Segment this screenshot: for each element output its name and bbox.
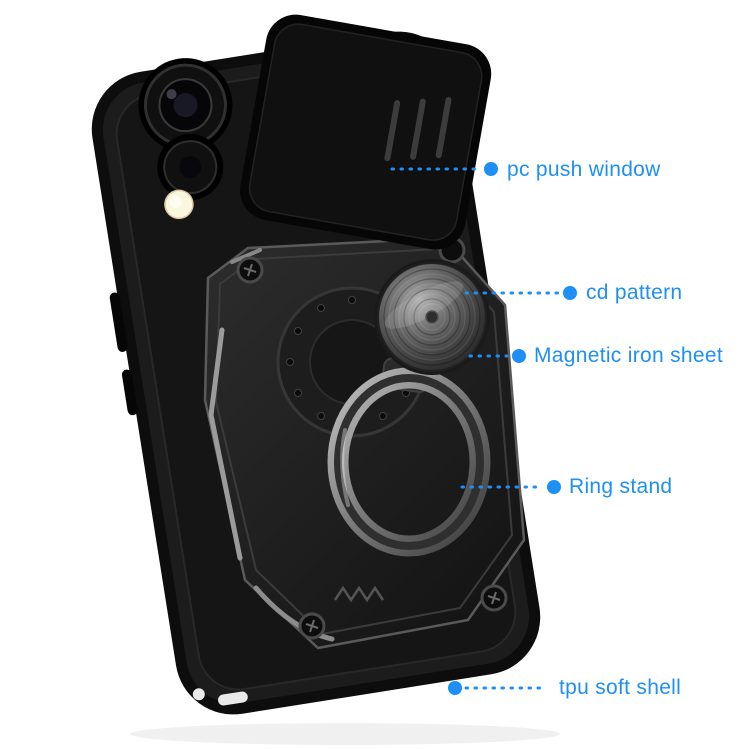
silver-trim-bottom [253,585,335,642]
power-button [121,369,138,416]
cd-sheen [384,281,464,329]
leader-lines [390,167,560,690]
annotation-label-cd-pattern: cd pattern [586,281,683,304]
dot-ring-stand [547,480,561,494]
volume-button [109,292,128,352]
screw-cross [305,619,319,633]
screw-cross [487,591,501,605]
dot-magnetic-iron-sheet [512,349,526,363]
speaker-hole [192,688,205,701]
ring-stand [327,367,491,557]
camera-lens-small-glass [179,156,202,179]
ring-band-inner [334,374,484,550]
camera-slide-cover [240,14,492,250]
ring-highlight [340,428,350,507]
dot-tpu-soft-shell [448,681,462,695]
cd-grooves [383,268,481,366]
cd-pattern-disc [374,259,490,375]
silver-trim-top [230,248,262,264]
slide-cover-face [248,23,483,241]
screw-cross [243,263,257,277]
camera-lens-large-glass [173,93,198,118]
drop-shadow [130,723,560,745]
cd-center-hole [425,310,439,324]
annotation-label-magnetic-iron-sheet: Magnetic iron sheet [534,344,723,367]
annotation-label-pc-push-window: pc push window [507,158,661,181]
camera-flash-core [169,195,182,208]
silver-trim-left [208,327,243,561]
slide-cover-grip-lines [384,97,452,162]
callout-dots [448,162,577,695]
dot-cd-pattern [563,286,577,300]
annotation-label-tpu-soft-shell: tpu soft shell [559,676,682,699]
annotation-label-ring-stand: Ring stand [569,475,673,498]
plate-zigzag-detail [333,585,385,603]
dot-pc-push-window [484,162,498,176]
armor-plate-inner-line [214,247,514,636]
camera-lens-highlight [166,89,177,100]
charging-port [218,691,248,706]
